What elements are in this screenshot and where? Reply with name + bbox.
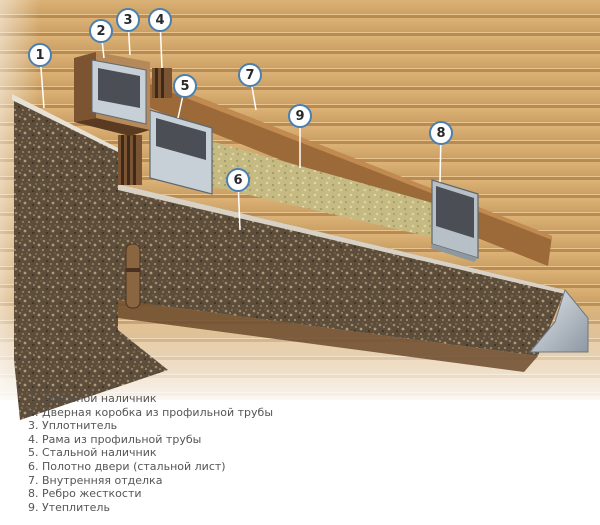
callout-number-6: 6 bbox=[233, 173, 242, 188]
callout-number-5: 5 bbox=[180, 79, 189, 94]
legend-item-6: 6. Полотно двери (стальной лист) bbox=[28, 459, 226, 473]
callout-number-2: 2 bbox=[96, 24, 105, 39]
legend-item-8: 8. Ребро жесткости bbox=[28, 487, 142, 501]
legend-item-3: 3. Уплотнитель bbox=[28, 419, 118, 433]
callout-badge-3 bbox=[116, 8, 140, 32]
callout-6: 6 bbox=[226, 168, 250, 231]
insulation-layer bbox=[200, 138, 452, 242]
profile-pipe-frame bbox=[149, 109, 213, 195]
door-frame-box bbox=[74, 52, 150, 136]
right-end-cap bbox=[528, 288, 589, 353]
callout-4: 4 bbox=[148, 8, 172, 69]
legend-item-1: 1. Стальной наличник bbox=[28, 392, 157, 405]
lower-trim bbox=[118, 300, 538, 372]
legend-item-5: 5. Стальной наличник bbox=[28, 446, 157, 460]
callout-badge-7 bbox=[238, 63, 262, 87]
legend-item-2: 2. Дверная коробка из профильной трубы bbox=[28, 405, 274, 419]
callout-number-7: 7 bbox=[245, 68, 254, 83]
callout-number-1: 1 bbox=[35, 48, 44, 63]
callout-2: 2 bbox=[89, 19, 113, 59]
callout-badge-1 bbox=[28, 43, 52, 67]
callout-badge-9 bbox=[288, 104, 312, 128]
callout-number-9: 9 bbox=[295, 109, 304, 124]
legend-item-4: 4. Рама из профильной трубы bbox=[28, 432, 202, 446]
legend-list: 1. Стальной наличник 2. Дверная коробка … bbox=[28, 392, 273, 514]
callout-5: 5 bbox=[173, 74, 197, 119]
callout-number-8: 8 bbox=[436, 126, 445, 141]
callout-1: 1 bbox=[28, 43, 52, 109]
callout-badge-5 bbox=[173, 74, 197, 98]
callout-layer: 1 2 3 4 5 6 7 8 9 bbox=[28, 8, 453, 231]
callout-8: 8 bbox=[429, 121, 453, 183]
steel-casing-left bbox=[14, 98, 168, 420]
legend-item-9: 9. Утеплитель bbox=[28, 500, 110, 514]
seal-gasket bbox=[118, 68, 172, 185]
legend-item-7: 7. Внутренняя отделка bbox=[28, 473, 163, 487]
callout-badge-8 bbox=[429, 121, 453, 145]
callout-badge-6 bbox=[226, 168, 250, 192]
callout-badge-4 bbox=[148, 8, 172, 32]
callout-badge-2 bbox=[89, 19, 113, 43]
door-leaf-panel bbox=[118, 184, 565, 356]
callout-9: 9 bbox=[288, 104, 312, 168]
door-hinge bbox=[125, 243, 141, 309]
callout-number-3: 3 bbox=[123, 13, 132, 28]
callout-number-4: 4 bbox=[155, 13, 164, 28]
stiffening-rib bbox=[430, 179, 479, 262]
callout-3: 3 bbox=[116, 8, 140, 56]
callout-7: 7 bbox=[238, 63, 262, 111]
